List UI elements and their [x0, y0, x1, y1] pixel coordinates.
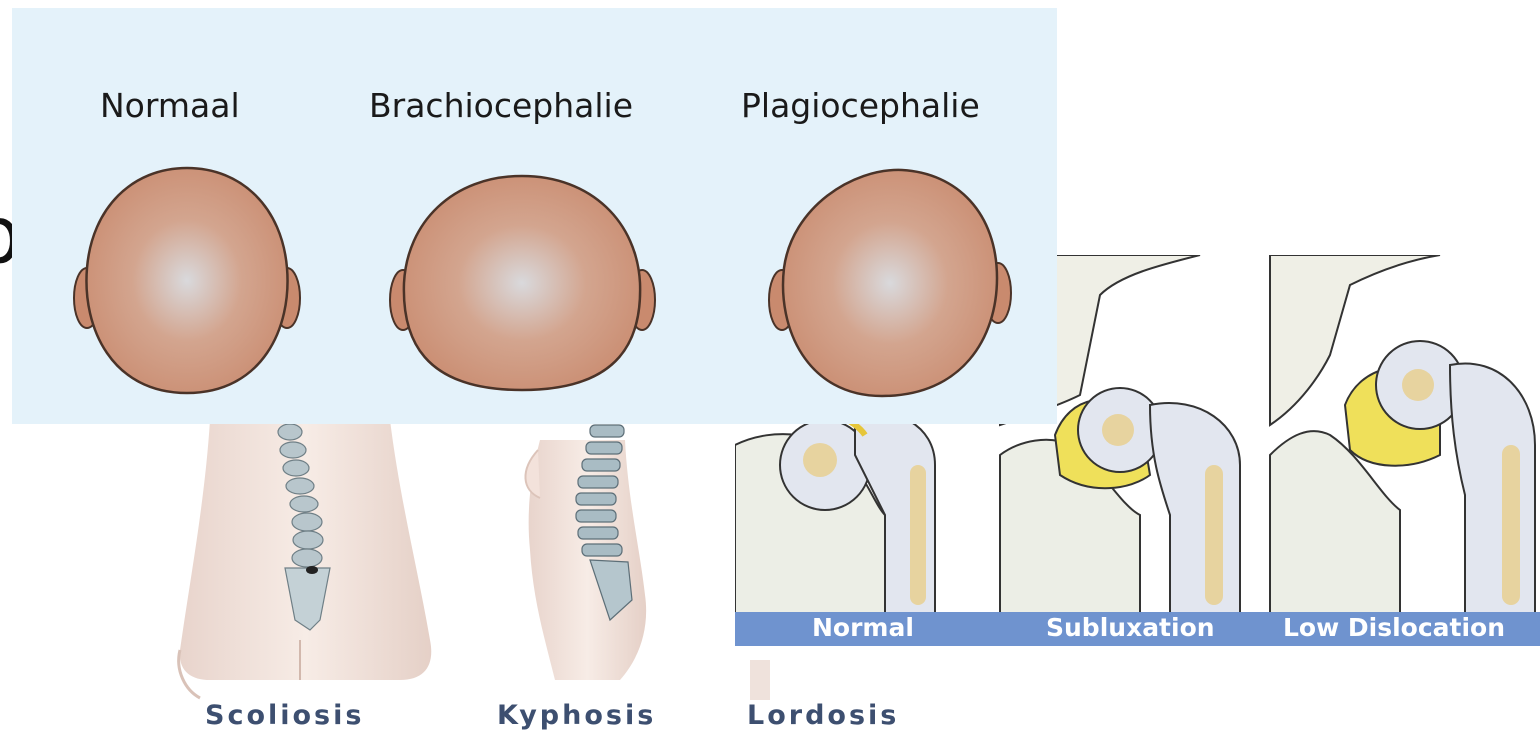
- lordosis-label: Lordosis: [747, 700, 899, 731]
- plagiocephalie-head-shape: [769, 170, 1011, 396]
- brachiocephalie-head-shape: [390, 176, 655, 390]
- scoliosis-label: Scoliosis: [205, 700, 364, 731]
- kyphosis-figure: [525, 425, 646, 680]
- hip-normal-label: Normal: [812, 613, 914, 642]
- spine-illustration: [150, 380, 770, 700]
- hip-low-dislocation-label: Low Dislocation: [1283, 613, 1505, 642]
- scoliosis-figure: [179, 420, 432, 698]
- head-shape-panel: Normaal Brachiocephalie Plagiocephalie: [12, 8, 1057, 424]
- normal-head-shape: [74, 168, 300, 393]
- kyphosis-label: Kyphosis: [497, 700, 656, 731]
- hip-subluxation-label: Subluxation: [1046, 613, 1215, 642]
